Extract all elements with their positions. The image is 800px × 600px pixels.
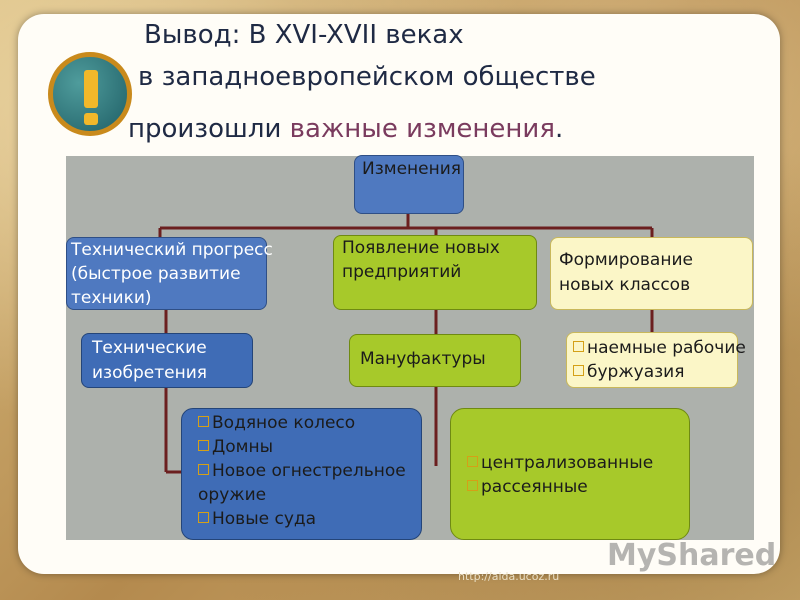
title-highlight: важные изменения xyxy=(289,114,555,144)
checkbox-bullet-icon xyxy=(467,480,478,491)
inventions-list-item-continued: оружие xyxy=(198,485,267,505)
root-label: Изменения xyxy=(362,159,462,179)
title-line-1: Вывод: В XVI-XVII веках xyxy=(144,20,464,50)
enterprises-node: Появление новых предприятий xyxy=(333,235,537,310)
classes-list: наемные рабочие буржуазия xyxy=(566,332,746,388)
title-line-3: произошли важные изменения. xyxy=(128,114,563,144)
manufactures-list: централизованные рассеянные xyxy=(450,408,690,540)
checkbox-bullet-icon xyxy=(573,341,584,352)
inventions-list-item: Новые суда xyxy=(198,507,405,531)
classes-line-2: новых классов xyxy=(559,275,691,295)
title-line-2: в западноевропейском обществе xyxy=(138,62,596,92)
classes-list-item: буржуазия xyxy=(573,360,731,384)
inventions-line-1: Технические xyxy=(92,338,207,358)
checkbox-bullet-icon xyxy=(198,440,209,451)
inventions-list-item: Домны xyxy=(198,435,405,459)
checkbox-bullet-icon xyxy=(573,365,584,376)
inventions-list-item: Водяное колесо xyxy=(198,411,405,435)
exclamation-icon xyxy=(48,52,132,136)
checkbox-bullet-icon xyxy=(198,464,209,475)
tech-progress-line-2: (быстрое развитие xyxy=(71,264,241,284)
root-node: Изменения xyxy=(354,155,464,214)
enterprises-line-1: Появление новых xyxy=(342,238,500,258)
source-url: http://aida.ucoz.ru xyxy=(458,570,560,583)
title-line-3-plain: произошли xyxy=(128,114,290,144)
classes-line-1: Формирование xyxy=(559,250,693,270)
manufactures-list-item: централизованные xyxy=(467,451,673,475)
inventions-list: Водяное колесо Домны Новое огнестрельное… xyxy=(181,408,422,540)
tech-progress-line-3: техники) xyxy=(71,288,152,308)
title-line-3-end: . xyxy=(554,114,564,144)
checkbox-bullet-icon xyxy=(198,416,209,427)
inventions-line-2: изобретения xyxy=(92,363,207,383)
enterprises-line-2: предприятий xyxy=(342,262,462,282)
manufactures-label: Мануфактуры xyxy=(360,349,486,369)
tech-progress-line-1: Технический прогресс xyxy=(71,240,273,260)
classes-list-item: наемные рабочие xyxy=(573,336,746,360)
classes-node: Формирование новых классов xyxy=(550,237,753,310)
checkbox-bullet-icon xyxy=(198,512,209,523)
inventions-node: Технические изобретения xyxy=(81,333,253,388)
watermark-logo: MyShared xyxy=(607,538,777,573)
checkbox-bullet-icon xyxy=(467,456,478,467)
inventions-list-item: Новое огнестрельное xyxy=(198,459,406,483)
tech-progress-node: Технический прогресс (быстрое развитие т… xyxy=(66,237,273,310)
manufactures-node: Мануфактуры xyxy=(349,334,521,387)
manufactures-list-item: рассеянные xyxy=(467,475,673,499)
